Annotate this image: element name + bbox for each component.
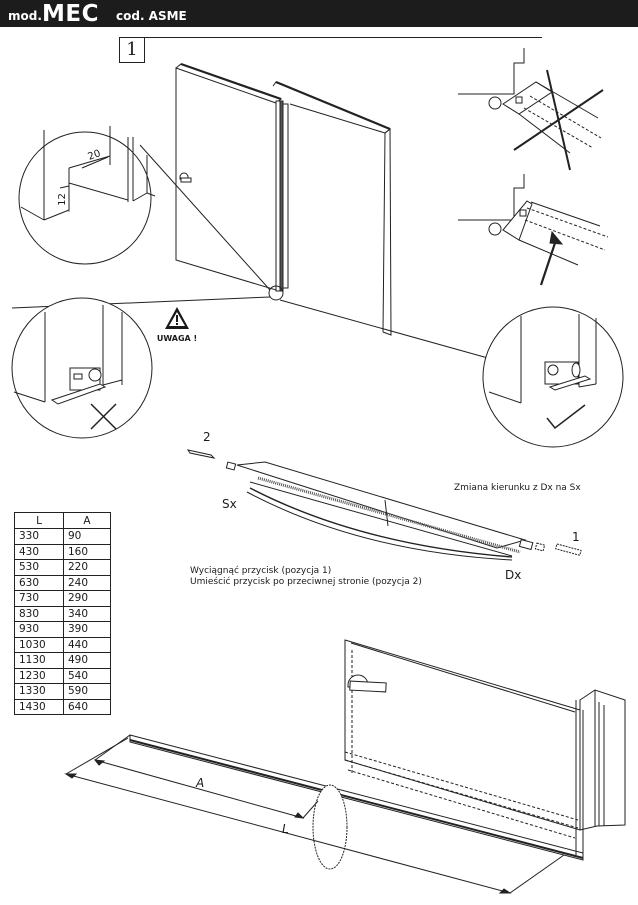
cell-a: 490 xyxy=(63,652,111,669)
table-header-row: L A xyxy=(14,512,111,529)
cell-l: 1230 xyxy=(14,667,64,684)
header-a: A xyxy=(63,512,111,529)
arrow-up-icon xyxy=(539,230,564,286)
cell-a: 90 xyxy=(63,528,111,545)
profile-detail-correct xyxy=(458,174,609,286)
dimension-l-label: L xyxy=(282,822,289,836)
instruction-2: Umieścić przycisk po przeciwnej stronie … xyxy=(190,577,422,587)
cell-a: 160 xyxy=(63,543,111,560)
detail-circle-wrong xyxy=(11,297,153,439)
closer-assembly xyxy=(186,449,582,561)
cell-a: 340 xyxy=(63,605,111,622)
cell-a: 640 xyxy=(63,698,111,715)
model-name: MEC xyxy=(42,1,99,27)
cell-a: 590 xyxy=(63,683,111,700)
step-number: 1 xyxy=(119,37,145,63)
cut-diagram xyxy=(64,639,626,894)
direction-change-caption: Zmiana kierunku z Dx na Sx xyxy=(454,483,581,493)
cell-a: 540 xyxy=(63,667,111,684)
cell-a: 290 xyxy=(63,590,111,607)
step-divider xyxy=(144,37,542,38)
header-bar: mod. MEC cod. ASME xyxy=(0,0,638,27)
door-handle xyxy=(347,674,387,693)
cell-a: 390 xyxy=(63,621,111,638)
cell-l: 1330 xyxy=(14,683,64,700)
cell-l: 930 xyxy=(14,621,64,638)
part-1-label: 1 xyxy=(572,530,580,544)
cell-a: 240 xyxy=(63,574,111,591)
dimension-height: 12 xyxy=(56,193,68,206)
instruction-1: Wyciągnąć przycisk (pozycja 1) xyxy=(190,566,332,576)
header-l: L xyxy=(14,512,64,529)
detail-circle-dimensions xyxy=(18,126,156,265)
mod-label: mod. xyxy=(8,9,42,23)
cell-l: 1030 xyxy=(14,636,64,653)
cross-mark-icon xyxy=(513,69,604,171)
cell-l: 830 xyxy=(14,605,64,622)
warning-label: UWAGA ! xyxy=(156,334,198,343)
check-mark-icon xyxy=(546,404,586,430)
part-2-label: 2 xyxy=(203,430,211,444)
dx-label: Dx xyxy=(505,568,522,582)
cell-l: 1430 xyxy=(14,698,64,715)
cell-l: 630 xyxy=(14,574,64,591)
door-illustration xyxy=(11,62,496,361)
code-label: cod. ASME xyxy=(116,9,187,23)
cell-l: 730 xyxy=(14,590,64,607)
cell-l: 330 xyxy=(14,528,64,545)
detail-circle-correct xyxy=(482,306,624,448)
cell-l: 1130 xyxy=(14,652,64,669)
cell-l: 430 xyxy=(14,543,64,560)
saw-blade xyxy=(312,784,348,870)
warning-triangle-icon xyxy=(165,307,189,329)
dimension-a-label: A xyxy=(196,776,205,790)
cross-mark-icon xyxy=(90,403,117,430)
profile-detail-wrong xyxy=(458,48,604,171)
door-handle xyxy=(179,172,192,183)
cell-a: 220 xyxy=(63,559,111,576)
cell-a: 440 xyxy=(63,636,111,653)
sx-label: Sx xyxy=(222,497,237,511)
cell-l: 530 xyxy=(14,559,64,576)
warning-notice: UWAGA ! xyxy=(156,306,198,343)
